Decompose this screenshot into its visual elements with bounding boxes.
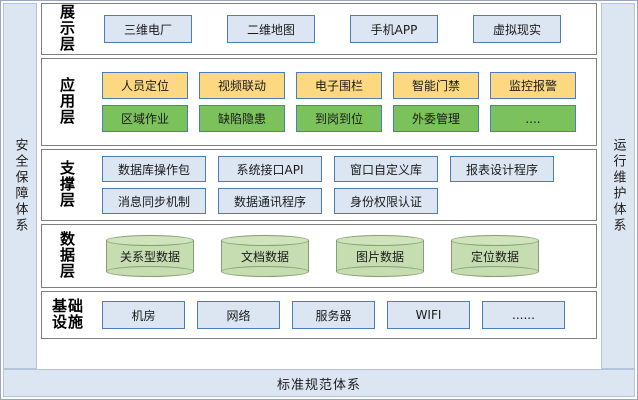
cylinder-top-ellipse [106, 235, 194, 246]
node-data-communication-program[interactable]: 数据通讯程序 [218, 188, 322, 214]
node-row: 三维电厂 二维地图 手机APP 虚拟现实 [94, 15, 590, 43]
layer-label-char: 层 [59, 34, 76, 53]
node-outsourcing-management[interactable]: 外委管理 [393, 105, 479, 132]
right-rail-label: 运行维护体系 [610, 138, 626, 234]
node-row: 关系型数据 文档数据 图片数据 [94, 235, 590, 277]
node-database-operation-package[interactable]: 数据库操作包 [102, 156, 206, 182]
layer-label-char: 数 [59, 230, 76, 249]
layer-infrastructure: 基础 设施 机房 网络 服务器 WIFI ...... [41, 291, 597, 339]
cylinder-positioning-data[interactable]: 定位数据 [451, 235, 539, 277]
node-row: 区域作业 缺陷隐患 到岗到位 外委管理 .... [94, 105, 590, 132]
layer-data: 数 据 层 关系型数据 文 [41, 224, 597, 288]
layer-label-char: 撑 [59, 175, 76, 194]
layer-stack: 展 示 层 三维电厂 二维地图 手机APP 虚拟现实 应 用 [41, 3, 597, 369]
cylinder-bottom-ellipse [451, 266, 539, 277]
left-rail-safety-assurance: 安全保障体系 [3, 3, 37, 369]
node-electronic-fence[interactable]: 电子围栏 [296, 72, 382, 99]
layer-application-body: 人员定位 视频联动 电子围栏 智能门禁 监控报警 区域作业 缺陷隐患 到岗到位 … [94, 72, 596, 132]
node-personnel-positioning[interactable]: 人员定位 [102, 72, 188, 99]
layer-support-body: 数据库操作包 系统接口API 窗口自定义库 报表设计程序 消息同步机制 数据通讯… [94, 156, 596, 214]
node-row: 机房 网络 服务器 WIFI ...... [94, 301, 590, 329]
layer-label-char: 示 [59, 19, 76, 38]
layer-infrastructure-label: 基础 设施 [42, 297, 94, 331]
layer-data-label: 数 据 层 [42, 230, 94, 280]
layer-support-label: 支 撑 层 [42, 159, 94, 209]
layer-label-char: 应 [59, 76, 76, 95]
layer-application: 应 用 层 人员定位 视频联动 电子围栏 智能门禁 监控报警 区域作业 缺陷隐患… [41, 58, 597, 146]
layer-label-char: 层 [59, 261, 76, 280]
bottom-bar-label: 标准规范体系 [276, 377, 361, 393]
node-on-duty-in-place[interactable]: 到岗到位 [296, 105, 382, 132]
cylinder-label: 定位数据 [470, 249, 519, 264]
node-mobile-app[interactable]: 手机APP [350, 15, 438, 43]
node-area-operation[interactable]: 区域作业 [102, 105, 188, 132]
node-more-ellipsis[interactable]: .... [490, 105, 576, 132]
node-2d-map[interactable]: 二维地图 [227, 15, 315, 43]
layer-label-char: 据 [59, 246, 76, 265]
node-identity-authorization[interactable]: 身份权限认证 [334, 188, 438, 214]
node-row: 消息同步机制 数据通讯程序 身份权限认证 [94, 188, 590, 214]
layer-presentation-body: 三维电厂 二维地图 手机APP 虚拟现实 [94, 15, 596, 43]
layer-application-label: 应 用 层 [42, 76, 94, 126]
node-wifi[interactable]: WIFI [387, 301, 470, 329]
layer-label-char: 用 [59, 92, 76, 111]
node-monitoring-alarm[interactable]: 监控报警 [490, 72, 576, 99]
cylinder-label: 图片数据 [355, 249, 404, 264]
layer-label-char: 展 [59, 3, 76, 22]
cylinder-bottom-ellipse [336, 266, 424, 277]
left-rail-label: 安全保障体系 [12, 138, 28, 234]
layer-presentation: 展 示 层 三维电厂 二维地图 手机APP 虚拟现实 [41, 3, 597, 55]
cylinder-relational-data[interactable]: 关系型数据 [106, 235, 194, 277]
cylinder-document-data[interactable]: 文档数据 [221, 235, 309, 277]
node-server[interactable]: 服务器 [292, 301, 375, 329]
node-network[interactable]: 网络 [197, 301, 280, 329]
node-defect-hazard[interactable]: 缺陷隐患 [199, 105, 285, 132]
node-row: 数据库操作包 系统接口API 窗口自定义库 报表设计程序 [94, 156, 590, 182]
cylinder-image-data[interactable]: 图片数据 [336, 235, 424, 277]
node-virtual-reality[interactable]: 虚拟现实 [473, 15, 561, 43]
layer-support: 支 撑 层 数据库操作包 系统接口API 窗口自定义库 报表设计程序 消息同步机… [41, 149, 597, 221]
layer-label-char: 支 [59, 159, 76, 178]
layer-presentation-label: 展 示 层 [42, 3, 94, 53]
node-report-design-program[interactable]: 报表设计程序 [450, 156, 554, 182]
layer-infrastructure-body: 机房 网络 服务器 WIFI ...... [94, 301, 596, 329]
layer-data-body: 关系型数据 文档数据 图片数据 [94, 235, 596, 277]
node-system-interface-api[interactable]: 系统接口API [218, 156, 322, 182]
cylinder-label: 文档数据 [240, 249, 289, 264]
node-row: 人员定位 视频联动 电子围栏 智能门禁 监控报警 [94, 72, 590, 99]
layer-label-char: 基础 [51, 297, 84, 316]
node-window-custom-library[interactable]: 窗口自定义库 [334, 156, 438, 182]
node-more-ellipsis[interactable]: ...... [482, 301, 565, 329]
layer-label-char: 层 [59, 190, 76, 209]
cylinder-bottom-ellipse [221, 266, 309, 277]
cylinder-top-ellipse [221, 235, 309, 246]
layer-label-char: 层 [59, 107, 76, 126]
node-smart-access-control[interactable]: 智能门禁 [393, 72, 479, 99]
layer-label-char: 设施 [51, 313, 84, 331]
cylinder-label: 关系型数据 [119, 249, 180, 264]
cylinder-top-ellipse [336, 235, 424, 246]
bottom-bar-standards-system: 标准规范体系 [3, 369, 635, 397]
cylinder-top-ellipse [451, 235, 539, 246]
node-message-sync-mechanism[interactable]: 消息同步机制 [102, 188, 206, 214]
node-3d-plant[interactable]: 三维电厂 [104, 15, 192, 43]
cylinder-bottom-ellipse [106, 266, 194, 277]
node-machine-room[interactable]: 机房 [102, 301, 185, 329]
right-rail-operation-maintenance: 运行维护体系 [601, 3, 635, 369]
node-video-linkage[interactable]: 视频联动 [199, 72, 285, 99]
